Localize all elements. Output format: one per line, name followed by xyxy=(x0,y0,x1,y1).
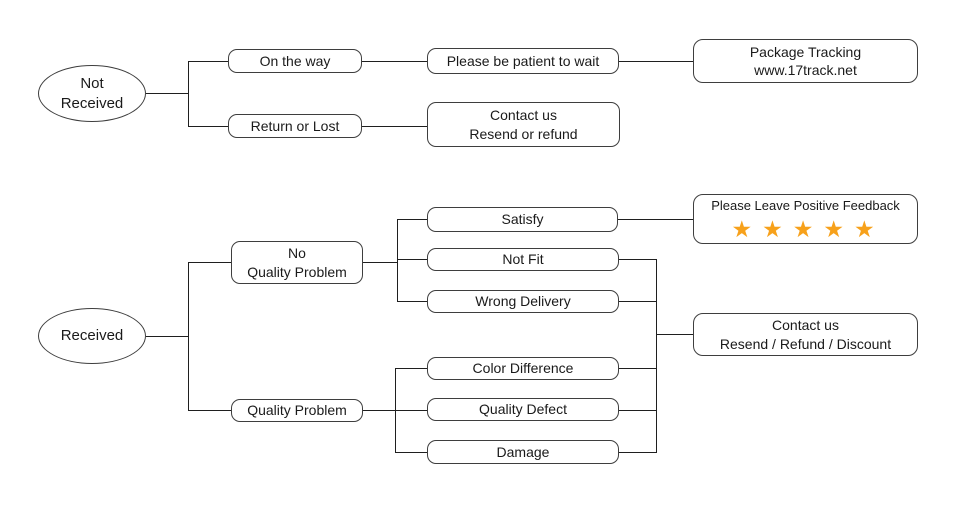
node-on-the-way: On the way xyxy=(228,49,362,73)
edge-quality-defect-out xyxy=(619,410,656,411)
edge-nqp-out xyxy=(363,262,397,263)
star-icon: ★ xyxy=(762,215,793,242)
node-not-received: Not Received xyxy=(38,65,146,122)
node-label: Quality Defect xyxy=(479,401,567,418)
node-quality-defect: Quality Defect xyxy=(427,398,619,421)
node-label: Color Difference xyxy=(472,360,574,377)
edge-not-received-branch xyxy=(146,93,188,94)
node-label: Quality Problem xyxy=(247,263,347,280)
node-label: Contact us xyxy=(490,107,557,124)
edge-qp-children-vertical xyxy=(395,368,396,453)
node-please-be-patient: Please be patient to wait xyxy=(427,48,619,74)
edge-patient-to-tracking xyxy=(619,61,693,62)
node-contact-resend-refund: Contact us Resend or refund xyxy=(427,102,620,147)
tracking-url: www.17track.net xyxy=(754,62,857,78)
node-not-fit: Not Fit xyxy=(427,248,619,271)
node-return-or-lost: Return or Lost xyxy=(228,114,362,138)
node-label: Wrong Delivery xyxy=(475,293,571,310)
edge-wrong-delivery-out xyxy=(619,301,656,302)
edge-to-on-the-way xyxy=(188,61,228,62)
node-color-difference: Color Difference xyxy=(427,357,619,380)
node-label: Resend or refund xyxy=(469,125,578,142)
edge-received-branch xyxy=(146,336,188,337)
five-star-rating: ★★★★★ xyxy=(726,215,885,242)
star-icon: ★ xyxy=(823,215,854,242)
edge-to-quality-problem xyxy=(188,410,231,411)
node-label: Contact us xyxy=(772,317,839,334)
edge-to-return-or-lost xyxy=(188,126,228,127)
node-package-tracking: Package Tracking www.17track.net xyxy=(693,39,918,83)
node-label: Resend / Refund / Discount xyxy=(719,335,892,352)
node-label: Received xyxy=(60,94,124,112)
edge-return-to-contact xyxy=(362,126,427,127)
edge-satisfy-to-feedback xyxy=(618,219,693,220)
edge-nqp-children-vertical xyxy=(397,219,398,302)
node-label: Not xyxy=(80,74,104,92)
node-label: Satisfy xyxy=(501,211,544,228)
edge-merge-vertical xyxy=(656,259,657,453)
node-label: No xyxy=(288,245,306,262)
edge-color-difference-out xyxy=(619,368,656,369)
edge-to-no-quality-problem xyxy=(188,262,231,263)
edge-merge-to-contact xyxy=(656,334,693,335)
edge-branch-vertical-top xyxy=(188,61,189,126)
node-label: On the way xyxy=(259,52,331,69)
edge-to-satisfy xyxy=(397,219,427,220)
node-label: Please be patient to wait xyxy=(446,52,600,69)
node-wrong-delivery: Wrong Delivery xyxy=(427,290,619,313)
node-label: Damage xyxy=(496,443,550,460)
star-icon: ★ xyxy=(731,215,763,242)
node-label: Received xyxy=(60,327,124,345)
node-received: Received xyxy=(38,308,146,364)
node-label: Quality Problem xyxy=(247,402,347,419)
node-contact-resend-refund-discount: Contact us Resend / Refund / Discount xyxy=(693,313,918,356)
node-quality-problem: Quality Problem xyxy=(231,399,363,422)
star-icon: ★ xyxy=(792,215,824,242)
edge-branch-vertical-bottom xyxy=(188,262,189,411)
node-damage: Damage xyxy=(427,440,619,464)
node-satisfy: Satisfy xyxy=(427,207,618,232)
star-icon: ★ xyxy=(853,215,885,242)
edge-to-color-difference xyxy=(395,368,427,369)
edge-not-fit-out xyxy=(619,259,656,260)
edge-damage-out xyxy=(619,452,656,453)
node-label: Please Leave Positive Feedback xyxy=(711,198,900,214)
edge-to-not-fit xyxy=(397,259,427,260)
node-label: Package Tracking xyxy=(749,43,862,60)
edge-to-wrong-delivery xyxy=(397,301,427,302)
edge-on-the-way-to-patient xyxy=(362,61,427,62)
edge-to-damage xyxy=(395,452,427,453)
node-label: Return or Lost xyxy=(250,117,340,134)
node-positive-feedback: Please Leave Positive Feedback ★★★★★ xyxy=(693,194,918,244)
node-label: Not Fit xyxy=(502,251,544,268)
node-no-quality-problem: No Quality Problem xyxy=(231,241,363,284)
